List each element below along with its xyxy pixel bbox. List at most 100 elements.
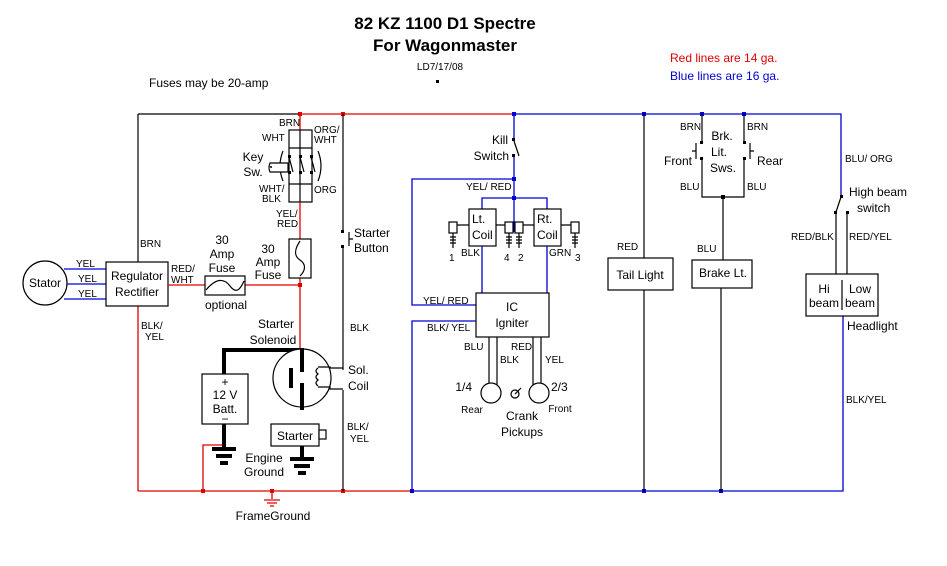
fuse-label: Amp — [256, 255, 281, 269]
ground-symbol-icon — [212, 447, 236, 465]
stator-label: Stator — [29, 276, 61, 290]
plug-number: 3 — [575, 253, 581, 264]
wire-label: BLK/ — [347, 422, 369, 433]
switch-blade-icon — [835, 196, 842, 213]
junction — [512, 196, 516, 200]
brake-switch-label: Brk. — [711, 129, 732, 143]
battery-frame-ground — [202, 444, 224, 491]
wire-label: BLU/ ORG — [845, 154, 893, 165]
solenoid-label: Starter — [258, 317, 294, 331]
wire-label: YEL — [545, 355, 564, 366]
wire-label: ORG/ — [314, 125, 340, 136]
brake-light-switches: Brk. Lit. Sws. Front Rear BRN BRN BLU BL… — [664, 114, 783, 199]
plug-number: 4 — [504, 253, 510, 264]
ic-igniter: IC Igniter YEL/ RED BLK/ YEL BLU BLK RED… — [423, 292, 564, 366]
tail-light-box — [607, 257, 674, 291]
engine-ground-label: Engine — [245, 451, 283, 465]
igniter-label: IC — [506, 300, 518, 314]
fuse-box — [288, 238, 312, 279]
high-beam-switch-label: High beam — [849, 185, 907, 199]
spark-plug-threads — [450, 233, 512, 248]
contact-dot — [310, 155, 313, 158]
spark-plug-threads — [516, 233, 578, 248]
wire-label: RED/YEL — [849, 232, 892, 243]
coil-to-igniter-wires — [481, 246, 548, 293]
key-switch-blades — [288, 156, 316, 173]
plug-number: 1 — [449, 253, 455, 264]
contact-dot — [299, 155, 302, 158]
left-coil: Lt. Coil 1 4 BLK — [448, 208, 514, 264]
wire-label: WHT — [262, 133, 285, 144]
wire-label: RED/ — [171, 264, 195, 275]
starter-button-label: Starter — [354, 226, 390, 240]
right-coil: Rt. Coil 2 3 GRN — [514, 208, 581, 264]
stator-wires — [64, 268, 106, 300]
fuse-note: Fuses may be 20-amp — [149, 76, 269, 90]
fuse-label: Fuse — [209, 261, 236, 275]
key-switch-label: Sw. — [243, 165, 262, 179]
plug-number: 2 — [518, 253, 524, 264]
igniter-label: Igniter — [495, 316, 528, 330]
sol-coil-label: Coil — [348, 379, 369, 393]
regulator-label: Regulator — [111, 269, 163, 283]
push-switch-icon — [692, 143, 754, 159]
frame-ground-icon — [264, 491, 280, 507]
frame-ground-label: FrameGround — [236, 509, 311, 523]
wire-label: RED/BLK — [791, 232, 834, 243]
junction — [512, 177, 516, 181]
frame-ground: FrameGround — [236, 489, 311, 523]
igniter-feed-wire — [411, 178, 514, 306]
brake-light: Brake Lt. BLU — [691, 197, 753, 491]
solenoid-coil-icon — [315, 366, 343, 390]
brake-front-label: Front — [664, 154, 693, 168]
wire-label: BLU — [464, 342, 483, 353]
wire-label: BLK/ — [141, 321, 163, 332]
low-beam-label: beam — [845, 296, 875, 310]
wire-label: WHT — [171, 275, 194, 286]
high-beam-switch-label: switch — [857, 201, 890, 215]
wire-label: BLK — [350, 323, 369, 334]
tail-light: Tail Light RED — [607, 114, 674, 491]
wire-label: WHT/ — [259, 184, 285, 195]
wire-label: GRN — [549, 248, 571, 259]
marker-dot — [436, 80, 439, 83]
coil-label: Lt. — [472, 212, 485, 226]
key-hole — [270, 166, 272, 168]
wire-label: BLK/ YEL — [427, 323, 471, 334]
wire-label: YEL/ RED — [466, 182, 512, 193]
wire-label: BLK — [500, 355, 519, 366]
regulator-label: Rectifier — [115, 285, 159, 299]
contact-dot — [743, 141, 746, 144]
wire-label: YEL — [145, 332, 164, 343]
contact-dot — [846, 211, 849, 214]
legend-blue: Blue lines are 16 ga. — [670, 69, 779, 83]
contact-dot — [341, 245, 344, 248]
contact-dot — [288, 171, 291, 174]
diagram-title: 82 KZ 1100 D1 Spectre — [354, 14, 535, 33]
contact-dot — [840, 195, 843, 198]
contact-dot — [700, 141, 703, 144]
fuse-label: Amp — [210, 247, 235, 261]
contact-dot — [834, 211, 837, 214]
battery-label: 12 V — [213, 388, 238, 402]
spark-plug-icon — [570, 221, 580, 234]
battery-minus: − — [221, 412, 228, 426]
spark-plug-icon — [504, 221, 514, 234]
front-pickup-icon — [528, 382, 550, 404]
wire-label: YEL/ — [276, 209, 298, 220]
wire-label: WHT — [314, 135, 337, 146]
contact-dot — [512, 154, 515, 157]
solenoid-label: Solenoid — [250, 333, 297, 347]
low-beam-label: Low — [849, 282, 871, 296]
brake-switch-label: Sws. — [710, 161, 736, 175]
starter-solenoid: Starter Solenoid Sol. Coil BLK/ YEL — [222, 317, 369, 445]
wire-label: YEL/ RED — [423, 296, 469, 307]
battery-label: Batt. — [213, 402, 238, 416]
starter-button-label: Button — [354, 241, 389, 255]
headlight-label: Headlight — [847, 319, 898, 333]
brake-light-wire — [720, 197, 724, 491]
spark-plug-icon — [514, 221, 524, 234]
pickup-position: Rear — [461, 405, 483, 416]
wire-label: RED — [617, 242, 638, 253]
